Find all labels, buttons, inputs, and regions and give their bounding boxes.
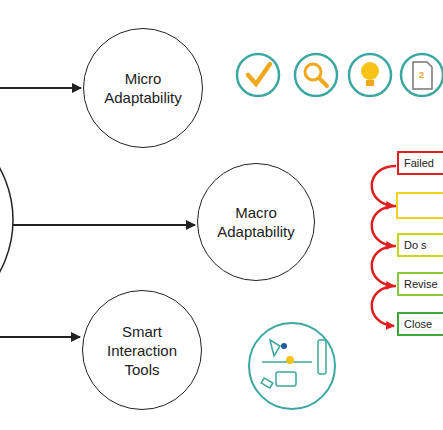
check-icon: [248, 64, 270, 84]
source-circle: [0, 112, 13, 328]
step-box: [397, 193, 443, 218]
document-icon: [413, 62, 432, 89]
step-box: Do s: [397, 233, 443, 257]
node-text: Macro Adaptability: [212, 203, 300, 241]
step-box: Revise: [397, 272, 443, 296]
node-text: Revise: [404, 278, 438, 290]
node-text: Failed: [404, 157, 434, 169]
arrow: [13, 224, 195, 226]
tools-illustration: [249, 323, 335, 409]
step-box: Close: [397, 312, 443, 336]
node-text: Close: [404, 318, 432, 330]
node-text: Smart Interaction Tools: [97, 322, 187, 379]
micro-circle: Micro Adaptability: [83, 28, 203, 148]
tools-circle: Smart Interaction Tools: [82, 290, 202, 410]
macro-circle: Macro Adaptability: [197, 163, 315, 281]
tools-illustration: [286, 356, 294, 364]
arrow: [0, 336, 80, 338]
node-text: Do s: [404, 239, 427, 251]
tools-illustration: [281, 343, 287, 349]
arrow: [0, 87, 81, 89]
tools-illustration: [261, 340, 326, 388]
loop-arrow: [372, 166, 396, 326]
icon-row: [237, 54, 443, 96]
magnifier-icon: [319, 78, 327, 86]
node-text: Micro Adaptability: [98, 69, 188, 107]
icon-number: 2: [419, 70, 424, 80]
bulb-icon: [366, 80, 374, 86]
bulb-icon: [361, 62, 379, 80]
step-box: Failed: [397, 151, 443, 175]
